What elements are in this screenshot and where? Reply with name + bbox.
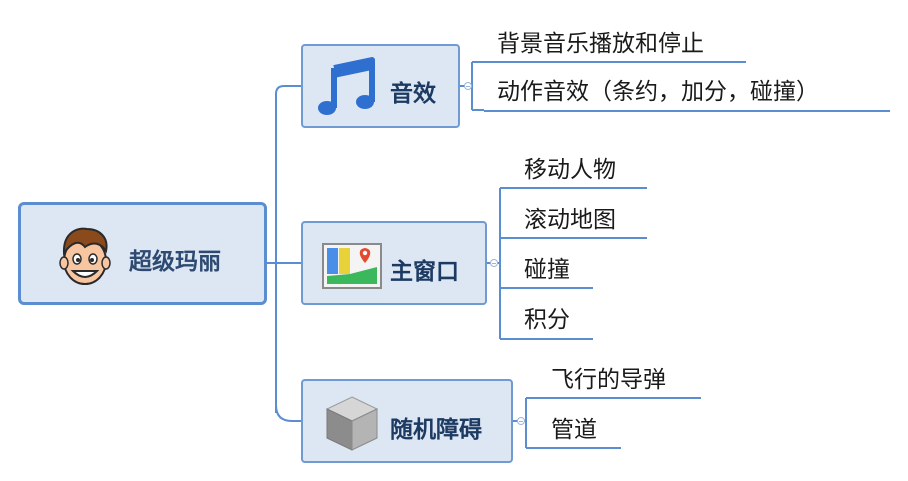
branch-label: 音效 bbox=[390, 81, 436, 107]
leaf-item[interactable]: 背景音乐播放和停止 bbox=[497, 31, 704, 57]
leaf-item[interactable]: 飞行的导弹 bbox=[551, 367, 666, 393]
collapse-toggle[interactable] bbox=[517, 417, 525, 425]
collapse-toggle[interactable] bbox=[490, 259, 498, 267]
leaf-item[interactable]: 移动人物 bbox=[524, 157, 616, 183]
root-label: 超级玛丽 bbox=[129, 249, 221, 275]
cube-icon bbox=[325, 396, 379, 451]
leaf-item[interactable]: 碰撞 bbox=[524, 257, 570, 283]
leaf-underline bbox=[538, 397, 701, 399]
branch-main-window[interactable]: 主窗口 bbox=[301, 221, 487, 305]
leaf-underline bbox=[510, 287, 593, 289]
leaf-underline bbox=[538, 447, 621, 449]
leaf-underline bbox=[510, 237, 647, 239]
leaf-item[interactable]: 管道 bbox=[551, 417, 597, 443]
leaf-item[interactable]: 积分 bbox=[524, 307, 570, 333]
leaf-underline bbox=[510, 187, 647, 189]
leaf-underline bbox=[484, 61, 746, 63]
leaf-underline bbox=[484, 110, 890, 112]
leaf-item[interactable]: 滚动地图 bbox=[524, 207, 616, 233]
leaf-item[interactable]: 动作音效（条约，加分，碰撞） bbox=[497, 79, 819, 105]
root-node[interactable]: 超级玛丽 bbox=[18, 202, 267, 305]
leaf-underline bbox=[510, 338, 593, 340]
branch-obstacles[interactable]: 随机障碍 bbox=[301, 379, 513, 463]
map-icon bbox=[322, 243, 382, 289]
branch-label: 随机障碍 bbox=[390, 417, 482, 443]
music-note-icon bbox=[318, 57, 375, 115]
collapse-toggle[interactable] bbox=[464, 82, 472, 90]
branch-label: 主窗口 bbox=[390, 259, 459, 285]
branch-sound[interactable]: 音效 bbox=[301, 44, 460, 128]
cartoon-face-icon bbox=[59, 227, 111, 285]
